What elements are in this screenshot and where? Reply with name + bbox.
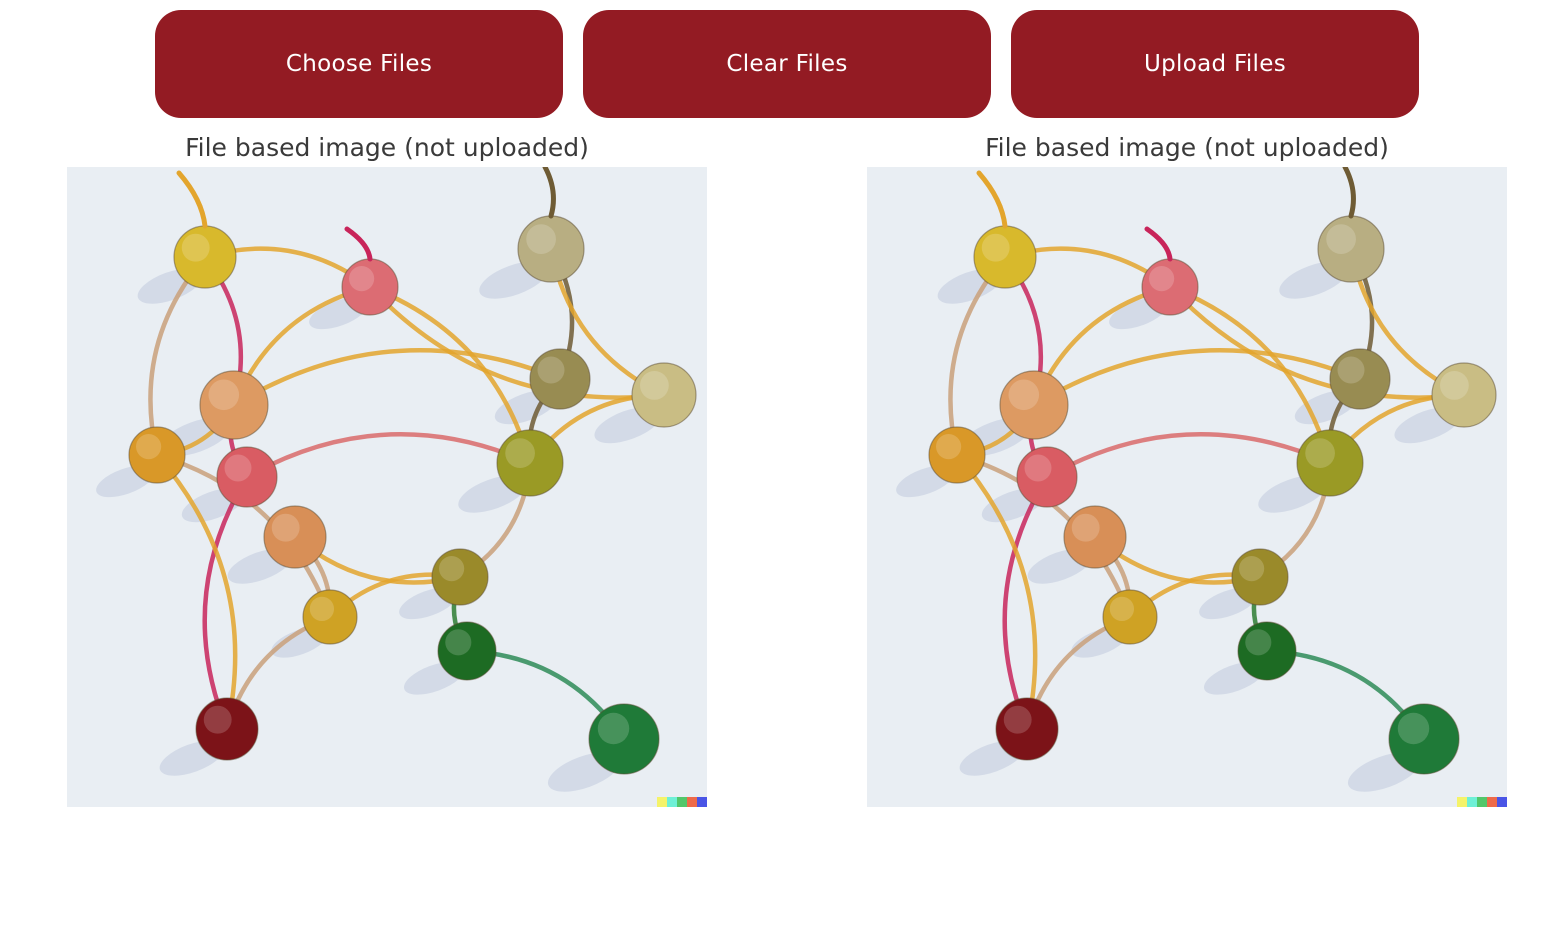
connection-stroke — [231, 347, 563, 408]
paint-node — [1231, 548, 1289, 606]
clear-files-button[interactable]: Clear Files — [583, 10, 991, 118]
paint-node — [999, 370, 1069, 440]
connection-stroke — [202, 474, 250, 732]
connection-stroke — [1167, 284, 1467, 400]
connection-stroke — [367, 284, 667, 400]
paint-node — [1141, 258, 1199, 316]
paint-node — [199, 370, 269, 440]
image-caption: File based image (not uploaded) — [985, 133, 1389, 162]
paint-node — [1388, 703, 1460, 775]
paint-node — [588, 703, 660, 775]
connection-stroke — [954, 452, 1038, 732]
paint-node — [995, 697, 1059, 761]
paint-node — [341, 258, 399, 316]
connection-stroke — [154, 452, 238, 732]
connection-stroke — [244, 432, 533, 480]
paint-node — [431, 548, 489, 606]
stem-stroke — [542, 167, 556, 219]
stem-stroke — [976, 170, 1008, 229]
stem-stroke — [176, 170, 208, 229]
image-caption: File based image (not uploaded) — [185, 133, 589, 162]
connection-stroke — [1002, 474, 1050, 732]
image-preview — [67, 167, 707, 807]
stem-stroke — [1144, 226, 1173, 262]
choose-files-button[interactable]: Choose Files — [155, 10, 563, 118]
paint-node — [1237, 621, 1297, 681]
paint-node — [1431, 362, 1497, 428]
paint-node — [263, 505, 327, 569]
paint-node — [128, 426, 186, 484]
upload-files-button[interactable]: Upload Files — [1011, 10, 1419, 118]
image-preview — [867, 167, 1507, 807]
paint-node — [1063, 505, 1127, 569]
signature-color-bar — [1457, 797, 1507, 807]
paint-node — [437, 621, 497, 681]
paint-node — [1329, 348, 1391, 410]
paint-node — [195, 697, 259, 761]
paint-node — [517, 215, 585, 283]
connection-stroke — [154, 452, 333, 620]
paint-node — [529, 348, 591, 410]
stem-stroke — [1342, 167, 1356, 219]
paint-node — [302, 589, 358, 645]
connection-stroke — [954, 452, 1133, 620]
paint-node — [1317, 215, 1385, 283]
paint-node — [496, 429, 564, 497]
signature-color-bar — [657, 797, 707, 807]
paint-node — [1016, 446, 1078, 508]
image-card-2: File based image (not uploaded) — [867, 128, 1507, 807]
connection-stroke — [1044, 432, 1333, 480]
paint-node — [173, 225, 237, 289]
image-card-1: File based image (not uploaded) — [67, 128, 707, 807]
paint-node — [973, 225, 1037, 289]
paint-node — [1102, 589, 1158, 645]
paint-node — [928, 426, 986, 484]
stem-stroke — [344, 226, 373, 262]
paint-node — [216, 446, 278, 508]
file-toolbar: Choose Files Clear Files Upload Files — [155, 10, 1419, 118]
paint-node — [631, 362, 697, 428]
connection-stroke — [1031, 347, 1363, 408]
paint-node — [1296, 429, 1364, 497]
